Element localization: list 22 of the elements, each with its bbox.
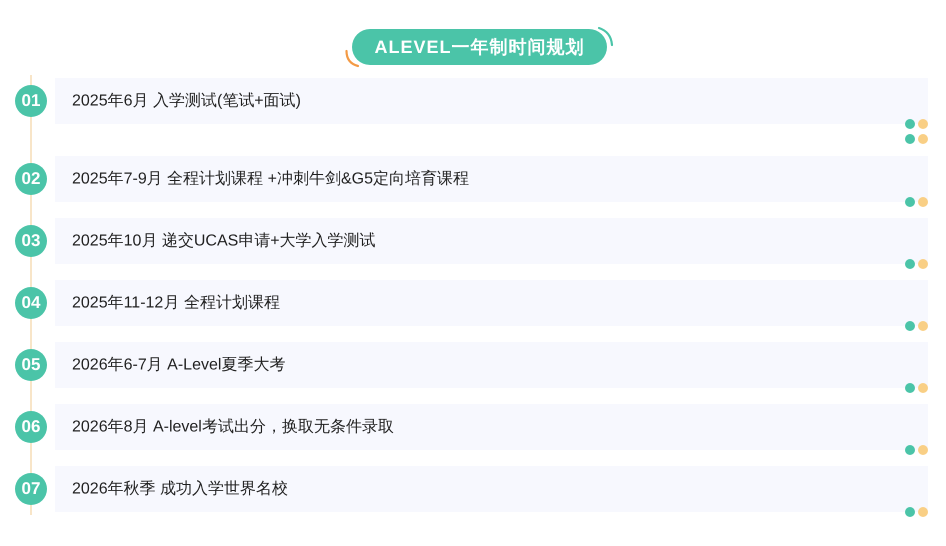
step-panel [55,78,928,124]
step-number-badge: 04 [15,287,47,319]
step-text: 2026年秋季 成功入学世界名校 [72,479,288,500]
step-text: 2026年6-7月 A-Level夏季大考 [72,355,286,376]
step-number-badge: 02 [15,163,47,195]
step-text: 2025年11-12月 全程计划课程 [72,293,280,314]
step-number-badge: 03 [15,225,47,257]
step-panel [55,404,928,450]
step-text: 2025年6月 入学测试(笔试+面试) [72,91,301,112]
step-text: 2025年10月 递交UCAS申请+大学入学测试 [72,231,376,252]
step-number-badge: 01 [15,85,47,117]
step-text: 2025年7-9月 全程计划课程 +冲刺牛剑&G5定向培育课程 [72,168,469,190]
step-panel [55,280,928,326]
step-number-badge: 05 [15,349,47,381]
step-panel [55,342,928,388]
title-banner: ALEVEL一年制时间规划 [352,29,607,65]
step-panel [55,218,928,264]
step-number-badge: 06 [15,411,47,443]
step-panel [55,466,928,512]
step-panel [55,156,928,202]
step-text: 2026年8月 A-level考试出分，换取无条件录取 [72,417,394,438]
step-number-badge: 07 [15,473,47,505]
